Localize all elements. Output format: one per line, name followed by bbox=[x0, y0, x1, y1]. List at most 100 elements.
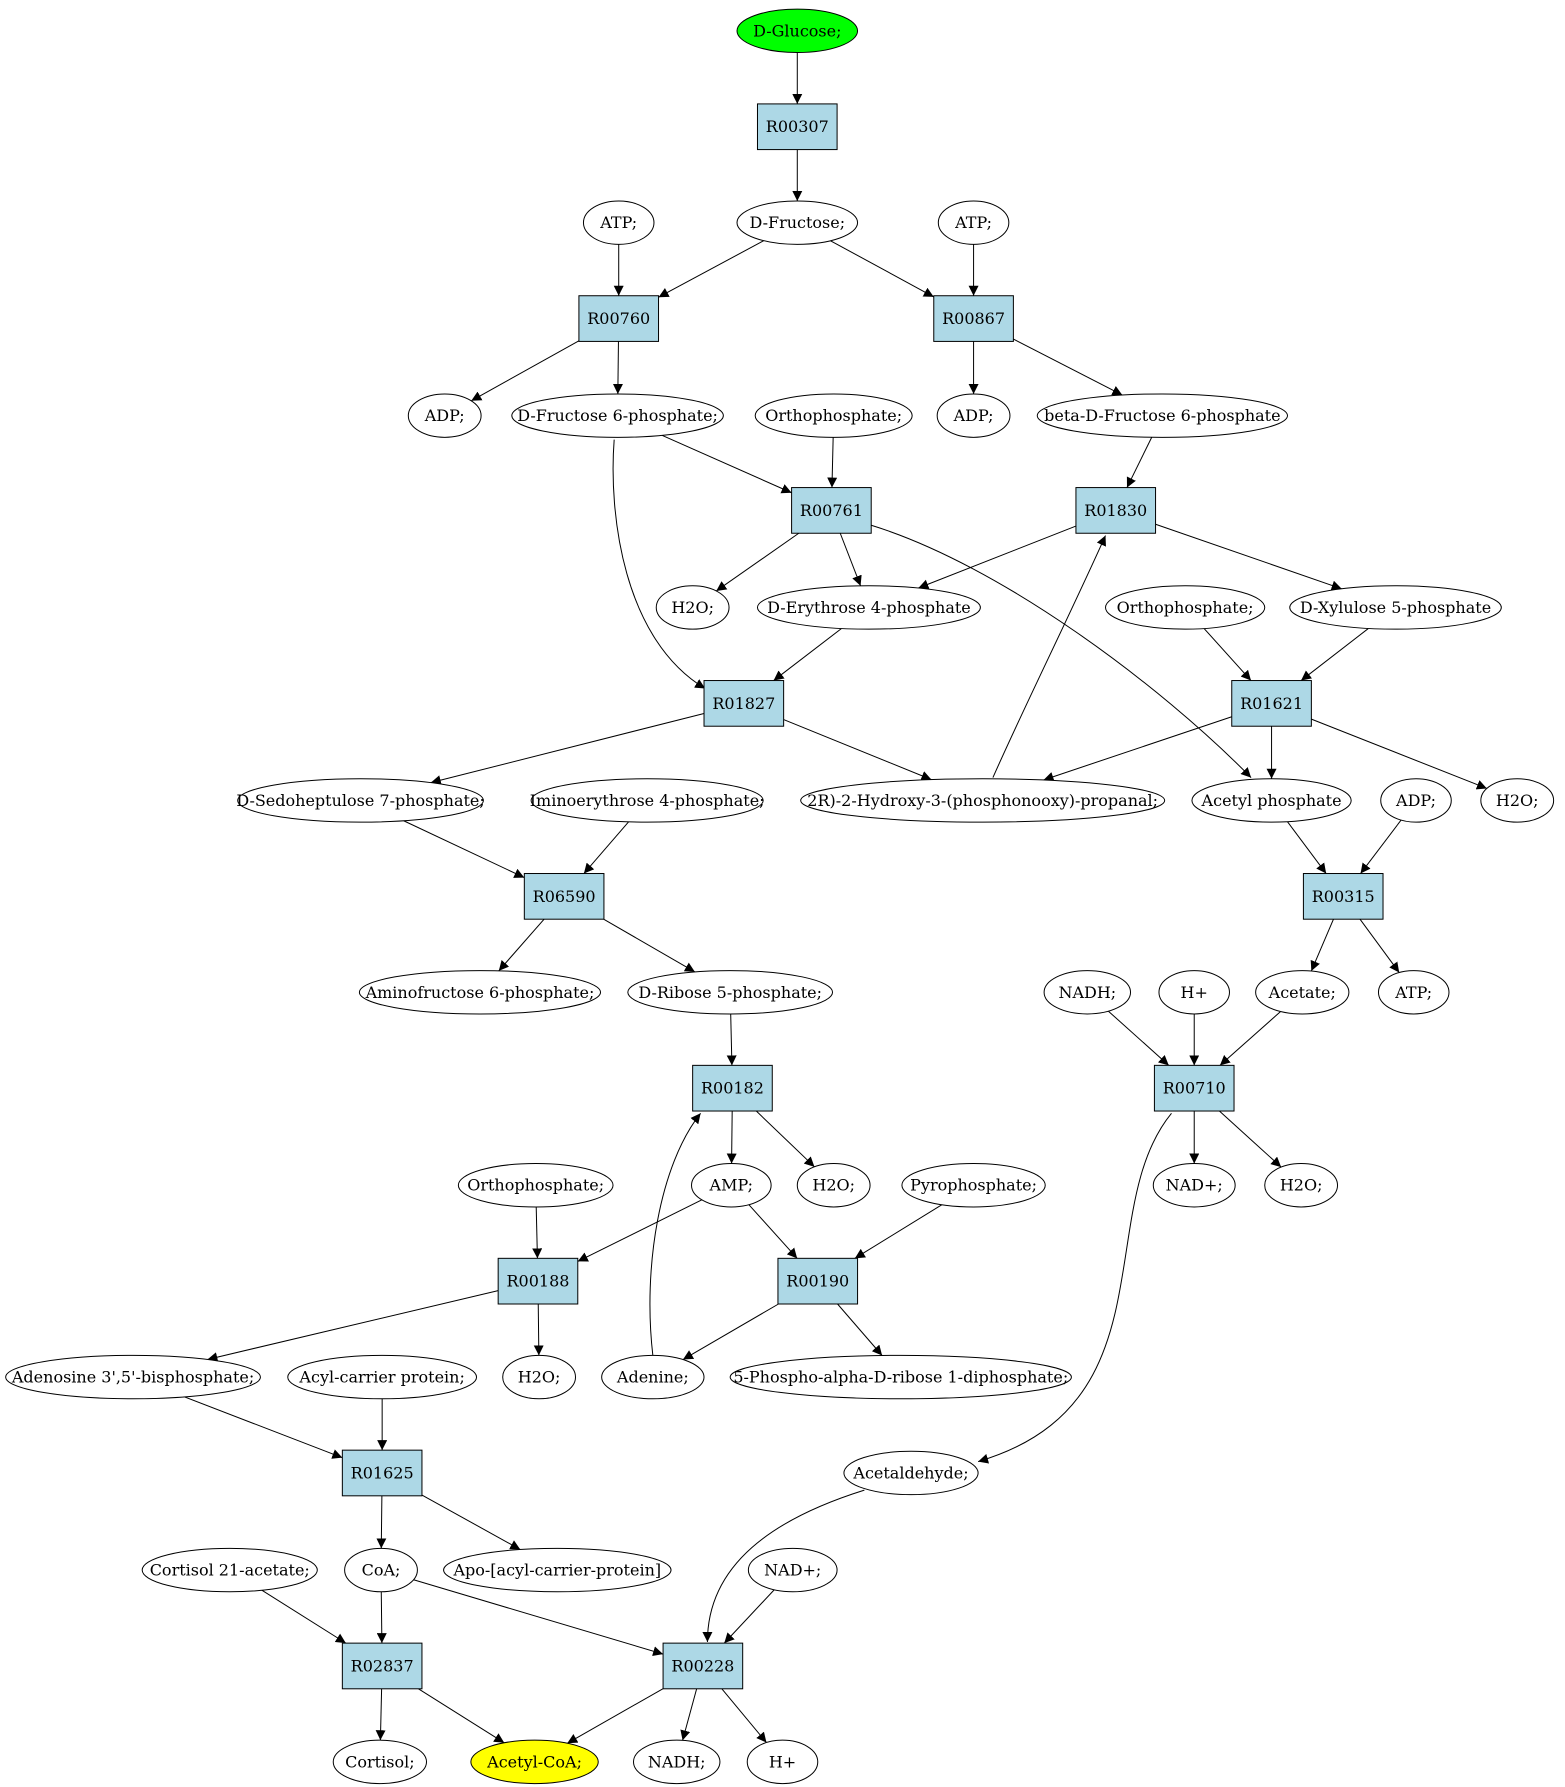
metabolite-node-acet[interactable]: Acetate; bbox=[1255, 970, 1350, 1015]
metabolite-ellipse bbox=[141, 1547, 318, 1593]
metabolite-node-pi2[interactable]: Orthophosphate; bbox=[1105, 585, 1266, 630]
edge-bf6p-to-R01830 bbox=[1126, 437, 1153, 488]
metabolite-node-fru[interactable]: D-Fructose; bbox=[736, 200, 859, 245]
metabolite-node-bf6p[interactable]: beta-D-Fructose 6-phosphate bbox=[1036, 393, 1288, 438]
reaction-node-r01621[interactable]: R01621 bbox=[1231, 680, 1312, 727]
metabolite-node-nad2[interactable]: NAD+; bbox=[747, 1547, 838, 1593]
edge-R01625-to-coa bbox=[376, 1495, 387, 1549]
edge-R00760-to-adp1 bbox=[471, 340, 580, 402]
metabolite-ellipse bbox=[1158, 970, 1230, 1015]
metabolite-node-hplus2[interactable]: H+ bbox=[746, 1739, 819, 1785]
reaction-node-r00710[interactable]: R00710 bbox=[1153, 1064, 1235, 1112]
metabolite-node-h2o4[interactable]: H2O; bbox=[1264, 1163, 1339, 1208]
metabolite-node-acp[interactable]: Acetyl phosphate bbox=[1191, 778, 1352, 823]
metabolite-node-accoa[interactable]: Acetyl-CoA; bbox=[470, 1739, 599, 1785]
metabolite-node-s7p[interactable]: D-Sedoheptulose 7-phosphate; bbox=[236, 778, 485, 823]
edge-R01625-to-apoacp bbox=[421, 1494, 521, 1550]
metabolite-node-h2o3[interactable]: H2O; bbox=[796, 1163, 871, 1208]
edge-R00190-to-prpp bbox=[837, 1303, 883, 1356]
edge-x5p-to-R01621 bbox=[1300, 628, 1369, 681]
reaction-node-r06590[interactable]: R06590 bbox=[523, 873, 605, 920]
node-label: R00190 bbox=[786, 1272, 849, 1291]
metabolite-node-x5p[interactable]: D-Xylulose 5-phosphate bbox=[1289, 585, 1502, 630]
metabolite-node-af6p[interactable]: Aminofructose 6-phosphate; bbox=[358, 970, 602, 1015]
metabolite-node-e4p[interactable]: D-Erythrose 4-phosphate bbox=[756, 585, 981, 630]
edge-acald-to-R00228 bbox=[702, 1489, 865, 1642]
reaction-node-r00761[interactable]: R00761 bbox=[791, 487, 872, 534]
node-label: H2O; bbox=[1496, 791, 1539, 810]
metabolite-node-ie4p[interactable]: Iminoerythrose 4-phosphate; bbox=[530, 778, 765, 823]
edge-adp3-to-R00315 bbox=[1360, 819, 1402, 874]
reaction-node-r00190[interactable]: R00190 bbox=[777, 1257, 859, 1305]
node-label: Acetate; bbox=[1268, 983, 1336, 1002]
reaction-box bbox=[578, 295, 660, 342]
reaction-node-r00867[interactable]: R00867 bbox=[933, 295, 1014, 342]
metabolite-node-adp3[interactable]: ADP; bbox=[1380, 778, 1452, 823]
reaction-node-r00760[interactable]: R00760 bbox=[578, 295, 660, 342]
reaction-node-r01830[interactable]: R01830 bbox=[1075, 487, 1157, 534]
metabolite-ellipse bbox=[511, 393, 724, 438]
metabolite-node-pi1[interactable]: Orthophosphate; bbox=[754, 393, 913, 438]
metabolite-node-atp1[interactable]: ATP; bbox=[582, 200, 655, 245]
node-label: NADH; bbox=[648, 1752, 706, 1771]
metabolite-node-f6p[interactable]: D-Fructose 6-phosphate; bbox=[511, 393, 724, 438]
node-label: beta-D-Fructose 6-phosphate bbox=[1044, 406, 1280, 425]
metabolite-node-pap[interactable]: Adenosine 3',5'-bisphosphate; bbox=[5, 1354, 261, 1400]
reaction-node-r00188[interactable]: R00188 bbox=[497, 1257, 579, 1305]
metabolite-ellipse bbox=[796, 1163, 871, 1208]
node-label: NAD+; bbox=[1166, 1176, 1223, 1195]
metabolite-node-coa[interactable]: CoA; bbox=[344, 1547, 418, 1593]
reaction-node-r00307[interactable]: R00307 bbox=[756, 103, 838, 151]
edge-ie4p-to-R06590 bbox=[583, 821, 629, 874]
metabolite-ellipse bbox=[633, 1739, 721, 1785]
node-label: 5-Phospho-alpha-D-ribose 1-diphosphate; bbox=[733, 1368, 1068, 1387]
metabolite-node-cortac[interactable]: Cortisol 21-acetate; bbox=[141, 1547, 318, 1593]
metabolite-node-h2o2[interactable]: H2O; bbox=[1480, 778, 1555, 823]
node-label: R00182 bbox=[701, 1079, 764, 1098]
metabolite-node-acald[interactable]: Acetaldehyde; bbox=[843, 1450, 979, 1496]
reaction-node-r00228[interactable]: R00228 bbox=[662, 1642, 744, 1690]
metabolite-node-hplus1[interactable]: H+ bbox=[1158, 970, 1230, 1015]
reaction-box bbox=[1075, 487, 1157, 534]
reaction-box bbox=[1153, 1064, 1235, 1112]
metabolite-node-ade[interactable]: Adenine; bbox=[601, 1354, 705, 1400]
metabolite-node-glc[interactable]: D-Glucose; bbox=[736, 8, 859, 54]
reaction-node-r02837[interactable]: R02837 bbox=[341, 1642, 423, 1690]
metabolite-node-nad1[interactable]: NAD+; bbox=[1152, 1163, 1236, 1208]
metabolite-node-ppi[interactable]: Pyrophosphate; bbox=[901, 1163, 1046, 1208]
reaction-node-r01827[interactable]: R01827 bbox=[703, 680, 785, 727]
metabolite-node-adp2[interactable]: ADP; bbox=[936, 393, 1011, 438]
edge-acp-to-R00315 bbox=[1287, 821, 1327, 874]
metabolite-node-g3p[interactable]: 2R)-2-Hydroxy-3-(phosphonooxy)-propanal; bbox=[800, 778, 1166, 823]
edge-R00315-to-atp3 bbox=[1359, 918, 1400, 973]
node-label: R01625 bbox=[351, 1463, 414, 1482]
reaction-node-r00315[interactable]: R00315 bbox=[1302, 873, 1384, 920]
metabolite-node-h2o1[interactable]: H2O; bbox=[655, 585, 730, 630]
reaction-node-r01625[interactable]: R01625 bbox=[341, 1449, 423, 1497]
edge-f6p-to-R00761 bbox=[661, 434, 792, 494]
node-label: ADP; bbox=[953, 406, 994, 425]
node-label: Cortisol; bbox=[345, 1752, 414, 1771]
metabolite-node-acpr[interactable]: Acyl-carrier protein; bbox=[287, 1354, 478, 1400]
metabolite-node-atp3[interactable]: ATP; bbox=[1377, 970, 1450, 1015]
metabolite-ellipse bbox=[1480, 778, 1555, 823]
metabolite-node-nadh1[interactable]: NADH; bbox=[1043, 970, 1132, 1015]
metabolite-node-prpp[interactable]: 5-Phospho-alpha-D-ribose 1-diphosphate; bbox=[729, 1354, 1072, 1400]
node-label: H+ bbox=[769, 1752, 796, 1771]
metabolite-node-nadh2[interactable]: NADH; bbox=[633, 1739, 721, 1785]
edge-cortac-to-R02837 bbox=[261, 1589, 347, 1644]
metabolite-node-atp2[interactable]: ATP; bbox=[937, 200, 1010, 245]
metabolite-ellipse bbox=[655, 585, 730, 630]
metabolite-node-h2o5[interactable]: H2O; bbox=[502, 1354, 577, 1400]
metabolite-node-r5p[interactable]: D-Ribose 5-phosphate; bbox=[627, 970, 834, 1015]
metabolite-node-cort[interactable]: Cortisol; bbox=[332, 1739, 428, 1785]
node-label: ATP; bbox=[954, 213, 992, 232]
metabolite-ellipse bbox=[627, 970, 834, 1015]
metabolite-node-adp1[interactable]: ADP; bbox=[407, 393, 482, 438]
metabolite-node-apoacp[interactable]: Apo-[acyl-carrier-protein] bbox=[443, 1547, 672, 1593]
metabolite-node-pi3[interactable]: Orthophosphate; bbox=[457, 1163, 614, 1208]
node-label: D-Fructose 6-phosphate; bbox=[517, 406, 718, 425]
metabolite-node-amp[interactable]: AMP; bbox=[691, 1163, 772, 1208]
node-label: R01827 bbox=[712, 694, 775, 713]
reaction-node-r00182[interactable]: R00182 bbox=[692, 1064, 773, 1112]
